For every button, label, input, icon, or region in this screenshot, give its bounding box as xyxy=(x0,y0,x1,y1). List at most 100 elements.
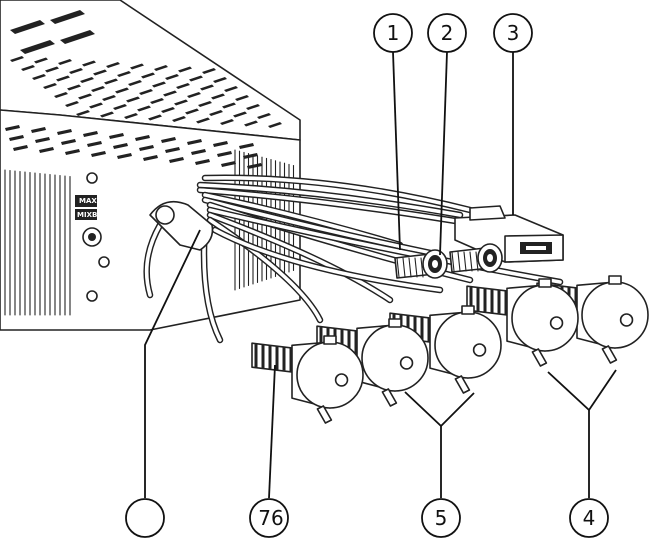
vent-slot xyxy=(161,107,175,113)
plug-ridge xyxy=(420,257,424,278)
callout-4: 4 xyxy=(569,498,609,538)
callout-2-label: 2 xyxy=(441,21,454,45)
cable-inner xyxy=(208,208,562,284)
plug-ridge xyxy=(396,257,400,278)
leader-5a xyxy=(404,391,442,498)
callout-7 xyxy=(125,498,165,538)
vent-slot xyxy=(106,62,120,68)
vent-slot xyxy=(104,78,118,85)
vent-slot xyxy=(61,139,76,145)
plug-ridge xyxy=(451,251,455,272)
vent-slot xyxy=(221,161,236,167)
connector-4a xyxy=(466,278,579,367)
vent-slot xyxy=(161,137,176,143)
vent-slot xyxy=(5,125,20,131)
vent-slot xyxy=(78,93,92,100)
callout-3: 3 xyxy=(493,13,533,53)
plug-pin xyxy=(432,260,438,268)
small-rca-plugs xyxy=(394,243,503,279)
plug-ridge xyxy=(463,251,467,272)
vent-slot xyxy=(83,131,98,137)
connector-tab xyxy=(316,405,333,424)
vent-slot xyxy=(65,101,79,107)
vent-slot xyxy=(82,60,96,67)
callout-5: 5 xyxy=(421,498,461,538)
head-unit: MAX MIXB xyxy=(0,0,301,331)
plug-ridge xyxy=(414,257,418,278)
vent-slot xyxy=(76,110,90,116)
vent-slot xyxy=(196,117,210,124)
vent-slot xyxy=(141,72,155,79)
connector-face xyxy=(361,324,429,392)
plug-ridge xyxy=(408,257,412,278)
vent-slot xyxy=(80,77,94,83)
vent-slot xyxy=(128,80,142,86)
vent-slot xyxy=(54,92,68,98)
panel-screw-bottom xyxy=(86,290,98,302)
vent-slot xyxy=(246,104,260,110)
vent-slot xyxy=(217,151,232,157)
callout-2: 2 xyxy=(427,13,467,53)
connector-5a xyxy=(316,318,429,407)
vent-slot xyxy=(10,20,45,34)
connector-tab xyxy=(538,278,552,288)
cable-inner xyxy=(208,213,392,302)
usb-port-tongue xyxy=(526,246,546,250)
vent-slot xyxy=(58,59,72,65)
connector-rim xyxy=(436,313,457,336)
connector-tab xyxy=(381,388,398,407)
connector-rim xyxy=(513,286,534,309)
vent-slot xyxy=(60,30,95,44)
vent-slot xyxy=(9,135,24,141)
vent-slot xyxy=(45,66,59,73)
vent-slot xyxy=(150,98,164,104)
plug-ridge xyxy=(402,257,406,278)
cable-inner xyxy=(203,175,472,212)
vent-slot xyxy=(35,137,50,143)
leader-2 xyxy=(439,51,448,256)
vent-slot xyxy=(87,141,102,147)
vent-slot xyxy=(113,104,127,110)
panel-label-mixb: MIXB xyxy=(77,211,97,219)
vent-slot xyxy=(211,93,225,100)
vent-slot xyxy=(115,87,129,94)
vent-slot xyxy=(169,157,184,163)
vent-slot xyxy=(117,71,131,77)
connector-tab xyxy=(461,305,475,315)
vent-slot xyxy=(174,99,188,106)
plug-ridge xyxy=(475,251,479,272)
vent-slot xyxy=(154,65,168,71)
vent-slot xyxy=(57,129,72,135)
cable-inner xyxy=(144,223,162,297)
vent-slot xyxy=(69,68,83,74)
vent-slot xyxy=(239,143,254,149)
vent-slot xyxy=(202,68,216,74)
vent-slot xyxy=(139,89,153,95)
vent-slot xyxy=(100,111,114,118)
vent-slot xyxy=(235,95,249,101)
leader-4a xyxy=(547,371,590,498)
connector-tab xyxy=(601,345,618,364)
vent-slot xyxy=(268,122,282,128)
rca-plug-1 xyxy=(394,249,448,279)
vent-slot xyxy=(213,141,228,147)
vent-slot xyxy=(137,105,151,112)
vent-slot xyxy=(89,102,103,109)
leader-7 xyxy=(144,229,201,498)
vent-slot xyxy=(139,145,154,151)
vent-slot xyxy=(39,147,54,153)
vent-slot xyxy=(126,96,140,103)
vent-slot xyxy=(117,153,132,159)
main-plug-end xyxy=(155,205,175,225)
vent-slot xyxy=(189,75,203,82)
vent-slot xyxy=(34,57,48,64)
callout-1: 1 xyxy=(373,13,413,53)
vent-slot xyxy=(165,74,179,80)
connector-face xyxy=(434,311,502,379)
connector-hole xyxy=(399,356,414,370)
leader-6 xyxy=(268,364,276,499)
front-vents xyxy=(5,125,262,169)
cable-inner xyxy=(213,228,442,292)
vent-slot xyxy=(50,10,85,24)
